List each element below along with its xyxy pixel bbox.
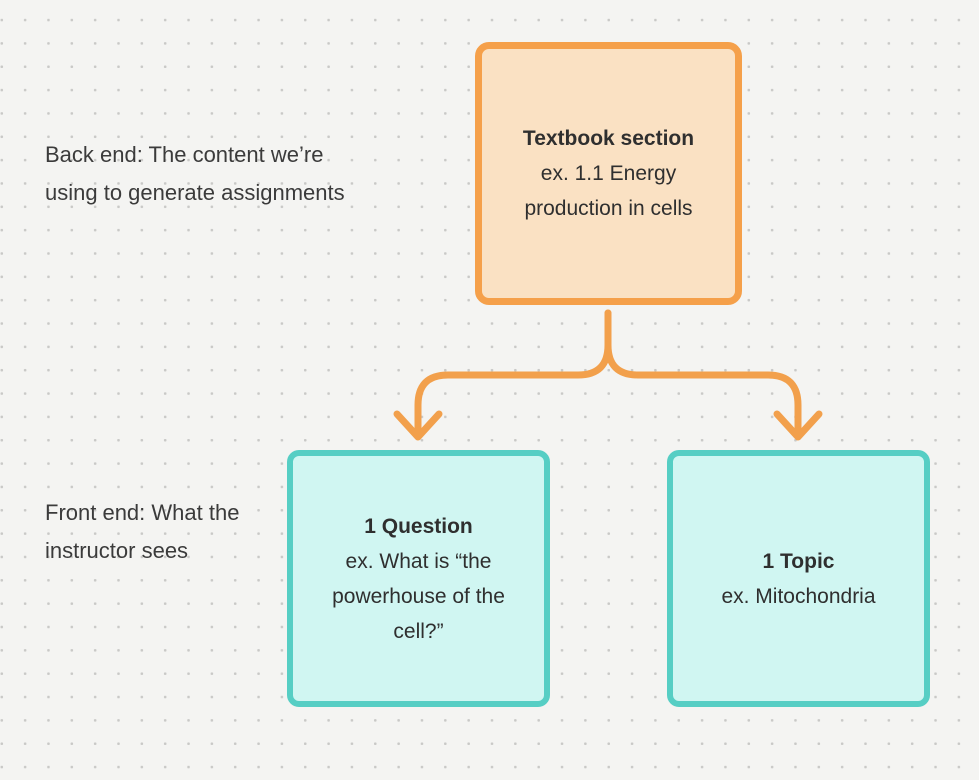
node-textbook-section-title: Textbook section (522, 127, 695, 150)
node-question-subtitle: ex. What is “the powerhouse of the cell?… (332, 549, 505, 643)
annotation-back-end[interactable]: Back end: The content we’re using to gen… (45, 142, 345, 205)
node-topic-title: 1 Topic (762, 549, 835, 573)
arrowhead-right-icon (773, 410, 823, 441)
arrowhead-left-icon (393, 410, 443, 441)
connector-left-line (414, 309, 612, 435)
node-textbook-section-subtitle: ex. 1.1 Energy production in cells (524, 162, 693, 220)
node-textbook-section[interactable]: Textbook section ex. 1.1 Energy producti… (475, 42, 742, 305)
node-question[interactable]: 1 Question ex. What is “the powerhouse o… (287, 450, 550, 707)
connector-right-line (604, 309, 802, 435)
annotation-front-end[interactable]: Front end: What the instructor sees (45, 500, 240, 563)
node-topic[interactable]: 1 Topic ex. Mitochondria (667, 450, 930, 707)
connector-right[interactable] (604, 309, 823, 441)
connector-left[interactable] (393, 309, 612, 441)
node-question-title: 1 Question (364, 514, 473, 538)
node-topic-subtitle: ex. Mitochondria (721, 584, 876, 608)
